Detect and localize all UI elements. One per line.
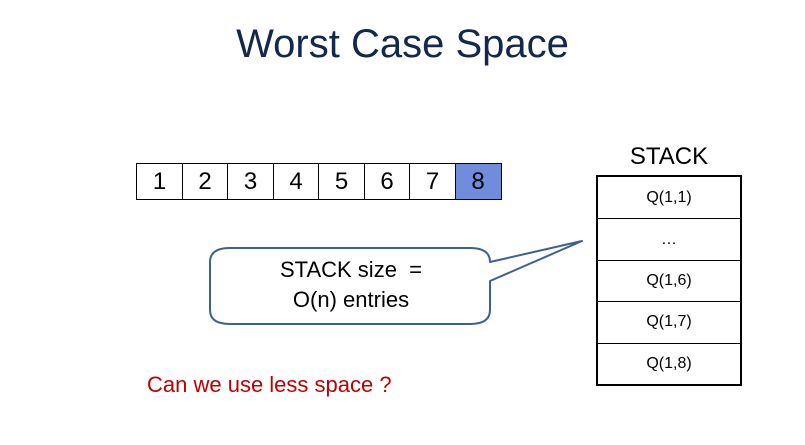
array-cell: 1 bbox=[136, 163, 183, 200]
stack-entry: Q(1,7) bbox=[598, 301, 740, 342]
stack-entry: Q(1,1) bbox=[646, 188, 692, 206]
stack-entry: Q(1,6) bbox=[598, 259, 740, 301]
array: 1 2 3 4 5 6 7 8 bbox=[136, 163, 502, 200]
callout-shape bbox=[209, 240, 583, 325]
stack-label: STACK bbox=[629, 143, 709, 170]
callout-line-2: O(n) entries bbox=[292, 287, 410, 312]
array-cell-highlighted: 8 bbox=[454, 163, 502, 200]
stack-entry: Q(1,8) bbox=[598, 342, 740, 384]
callout-line-1: STACK size = bbox=[279, 257, 423, 282]
array-cell: 3 bbox=[227, 163, 274, 200]
array-cell: 7 bbox=[409, 163, 456, 200]
question-text: Can we use less space ? bbox=[147, 372, 392, 397]
slide-title: Worst Case Space bbox=[236, 22, 569, 66]
stack-entry: … bbox=[598, 218, 740, 259]
callout-text: STACK size = O(n) entries bbox=[222, 255, 480, 315]
stack: Q(1,1) … Q(1,6) Q(1,7) Q(1,8) bbox=[596, 175, 742, 386]
